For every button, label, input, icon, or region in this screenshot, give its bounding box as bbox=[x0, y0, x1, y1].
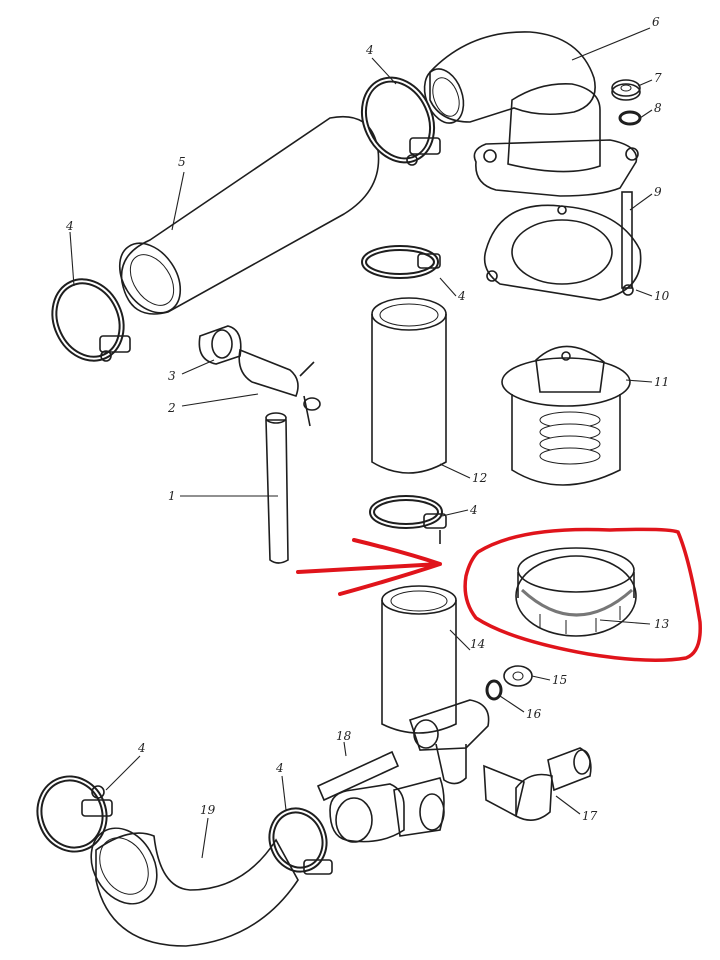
gasket-part-10 bbox=[483, 204, 642, 301]
callout-16: 16 bbox=[526, 707, 542, 721]
red-arrow bbox=[296, 538, 442, 596]
callout-8: 8 bbox=[654, 101, 662, 115]
callout-9: 9 bbox=[654, 185, 662, 199]
red-annotation bbox=[296, 527, 702, 662]
callout-4-f: 4 bbox=[275, 761, 284, 775]
callout-18: 18 bbox=[336, 729, 352, 743]
callout-7: 7 bbox=[654, 71, 662, 85]
hose-clamp-part-4-mid-upper bbox=[361, 245, 441, 279]
curved-hose-part-19 bbox=[90, 827, 299, 947]
hose-clamp-part-4-lower-right bbox=[268, 807, 333, 875]
callout-labels: 1 2 3 4 4 4 4 4 4 5 6 7 8 9 10 11 12 13 … bbox=[65, 15, 670, 823]
callout-4-e: 4 bbox=[137, 741, 146, 755]
drain-tube-part-1 bbox=[265, 412, 289, 564]
hose-part-5 bbox=[118, 116, 380, 315]
callout-11: 11 bbox=[654, 375, 669, 389]
hose-clamp-part-4-mid-lower bbox=[369, 495, 447, 544]
banjo-fitting-part-17 bbox=[483, 747, 592, 821]
callout-15: 15 bbox=[552, 673, 567, 687]
ring-part-13 bbox=[515, 547, 637, 637]
callout-4-c: 4 bbox=[457, 289, 466, 303]
callout-4-b: 4 bbox=[365, 43, 374, 57]
callout-12: 12 bbox=[472, 471, 487, 485]
drain-tap-part-2 bbox=[238, 348, 321, 427]
callout-10: 10 bbox=[654, 289, 670, 303]
nut-part-15 bbox=[503, 665, 533, 687]
washer-part-8 bbox=[618, 110, 642, 126]
callout-4-d: 4 bbox=[469, 503, 478, 517]
callout-2: 2 bbox=[167, 401, 176, 415]
short-hose-part-12 bbox=[371, 297, 447, 474]
callout-19: 19 bbox=[200, 803, 216, 817]
callout-1: 1 bbox=[168, 489, 176, 503]
stud-part-9 bbox=[621, 191, 633, 289]
tee-fitting-part-18 bbox=[316, 750, 445, 843]
washer-part-16 bbox=[485, 679, 503, 701]
callout-17: 17 bbox=[582, 809, 598, 823]
hose-clamp-part-4-top bbox=[360, 76, 441, 166]
leader-lines bbox=[69, 27, 653, 859]
hose-clamp-part-4-lower-left bbox=[36, 775, 113, 853]
callout-5: 5 bbox=[178, 155, 186, 169]
callout-4-a: 4 bbox=[65, 219, 74, 233]
thermostat-part-11 bbox=[501, 345, 631, 486]
union-fitting-part-3 bbox=[198, 325, 242, 365]
callout-3: 3 bbox=[168, 369, 176, 383]
nut-part-7 bbox=[611, 79, 641, 101]
callout-6: 6 bbox=[652, 15, 660, 29]
hose-clamp-part-4-left bbox=[51, 278, 131, 362]
callout-14: 14 bbox=[470, 637, 485, 651]
callout-13: 13 bbox=[654, 617, 670, 631]
outlet-elbow-part-6 bbox=[423, 31, 639, 197]
housing-pipe-part-14 bbox=[381, 585, 490, 785]
red-highlight-circle bbox=[463, 527, 702, 662]
